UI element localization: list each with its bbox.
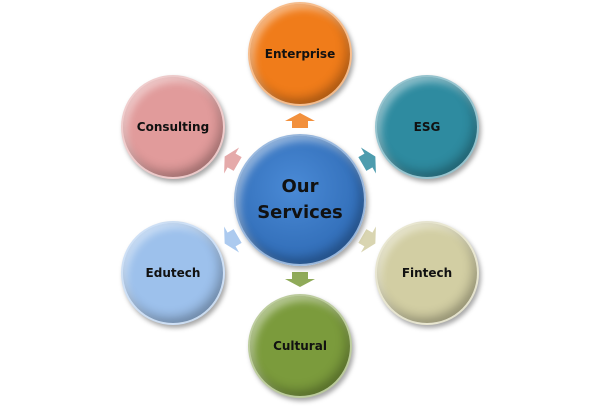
- arrow-icon: [358, 147, 376, 174]
- node-label: Fintech: [401, 266, 453, 280]
- center-label-line1: Our: [281, 176, 319, 197]
- arrow-icon: [224, 147, 242, 174]
- center-label-line2: Services: [257, 202, 343, 223]
- node-label: Enterprise: [264, 47, 336, 61]
- arrow-to-fintech: [358, 226, 376, 253]
- arrow-to-esg: [358, 147, 376, 174]
- arrow-icon: [224, 226, 242, 253]
- arrow-to-cultural: [285, 272, 315, 287]
- arrow-icon: [285, 272, 315, 287]
- node-consulting: Consulting: [120, 75, 225, 179]
- node-enterprise: Enterprise: [248, 2, 352, 106]
- node-label: ESG: [413, 120, 441, 134]
- node-label: Edutech: [145, 266, 201, 280]
- arrow-icon: [358, 226, 376, 253]
- node-label: Consulting: [136, 120, 210, 134]
- node-label: Cultural: [273, 339, 327, 353]
- arrow-to-enterprise: [285, 113, 315, 128]
- arrow-to-consulting: [224, 147, 242, 174]
- arrow-to-edutech: [224, 226, 242, 253]
- arrow-icon: [285, 113, 315, 128]
- node-cultural: Cultural: [248, 294, 352, 398]
- node-esg: ESG: [375, 75, 480, 179]
- node-fintech: Fintech: [375, 221, 480, 325]
- node-edutech: Edutech: [120, 221, 225, 325]
